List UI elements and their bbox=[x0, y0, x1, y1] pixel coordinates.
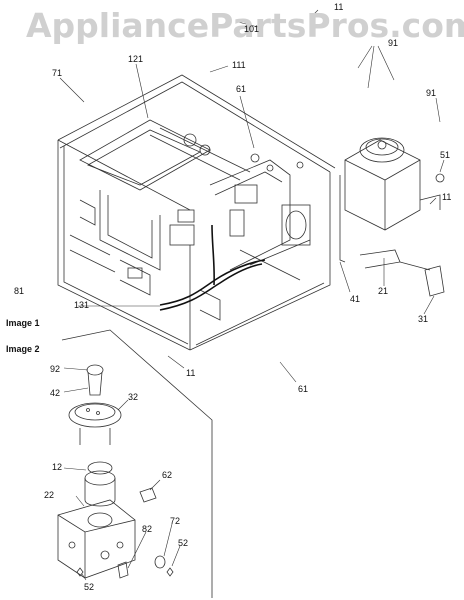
image-1-label: Image 1 bbox=[6, 318, 40, 328]
callout-22: 22 bbox=[44, 490, 55, 500]
callout-52-left: 52 bbox=[84, 582, 95, 592]
site-watermark: AppliancePartsPros.com bbox=[26, 6, 464, 45]
inner-components bbox=[69, 119, 311, 321]
callout-82: 82 bbox=[142, 524, 153, 534]
callout-21: 21 bbox=[378, 286, 389, 296]
callout-61-bottom: 61 bbox=[298, 384, 309, 394]
callout-121: 121 bbox=[128, 54, 144, 64]
callout-51: 51 bbox=[440, 150, 451, 160]
callout-11-right: 11 bbox=[442, 192, 452, 202]
callout-111: 111 bbox=[232, 60, 246, 70]
callout-11-top: 11 bbox=[334, 2, 344, 12]
callout-92: 92 bbox=[50, 364, 61, 374]
cabinet-frame bbox=[57, 74, 336, 351]
callout-81: 81 bbox=[14, 286, 25, 296]
fan-assembly bbox=[339, 137, 445, 263]
callout-32: 32 bbox=[128, 392, 139, 402]
callout-101: 101 bbox=[244, 24, 260, 34]
leader-lines bbox=[59, 9, 445, 581]
callout-61-top: 61 bbox=[236, 84, 247, 94]
callout-31: 31 bbox=[418, 314, 429, 324]
callout-91-top: 91 bbox=[388, 38, 399, 48]
wire-harness bbox=[159, 224, 266, 311]
callout-11-bottom: 11 bbox=[186, 368, 196, 378]
callout-131: 131 bbox=[74, 300, 90, 310]
callout-62: 62 bbox=[162, 470, 173, 480]
callout-91-right: 91 bbox=[426, 88, 437, 98]
hinge-bracket bbox=[359, 249, 445, 297]
callout-41: 41 bbox=[350, 294, 361, 304]
callout-72: 72 bbox=[170, 516, 181, 526]
callout-12: 12 bbox=[52, 462, 63, 472]
turntable-subassembly bbox=[57, 329, 213, 598]
callout-42: 42 bbox=[50, 388, 61, 398]
callout-52-right: 52 bbox=[178, 538, 189, 548]
image-2-label: Image 2 bbox=[6, 344, 40, 354]
callout-71: 71 bbox=[52, 68, 63, 78]
